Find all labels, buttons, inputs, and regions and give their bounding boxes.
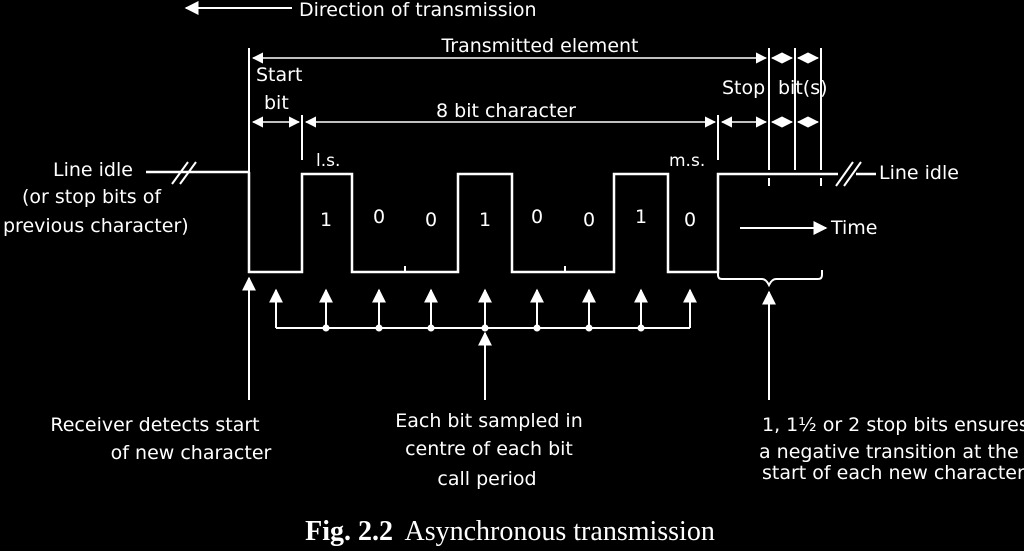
bit-value-6: 0 — [583, 209, 595, 231]
stop-label-suffix: bit(s) — [778, 77, 828, 99]
stop-note-line1: 1, 1½ or 2 stop bits ensures — [762, 414, 1024, 436]
line-idle-right-label: Line idle — [879, 162, 959, 184]
break-mark-right-2 — [843, 161, 862, 187]
sampling-arrows — [269, 288, 697, 400]
bit-value-3: 0 — [425, 209, 437, 231]
stop-bits-brace — [717, 270, 823, 288]
stop-note-line3: start of each new character — [762, 462, 1024, 484]
sample-dot-1 — [322, 324, 330, 332]
direction-label: Direction of transmission — [299, 0, 537, 21]
figure-caption: Fig. 2.2 Asynchronous transmission — [305, 516, 715, 547]
time-label: Time — [830, 217, 878, 239]
break-mark-left-1 — [171, 161, 189, 185]
receiver-note-line2: of new character — [111, 442, 272, 464]
figure-number: Fig. 2.2 — [305, 516, 393, 547]
sample-dot-5 — [533, 324, 541, 332]
figure-title: Asynchronous transmission — [405, 516, 715, 547]
bit-value-2: 0 — [373, 206, 385, 228]
break-mark-left-2 — [179, 161, 197, 185]
start-bit-label-line1: Start — [256, 64, 302, 86]
transmitted-element-label: Transmitted element — [440, 35, 638, 57]
sample-dot-7 — [637, 324, 645, 332]
ms-label: m.s. — [669, 151, 705, 171]
receiver-note-line1: Receiver detects start — [50, 414, 259, 436]
line-idle-left-label: Line idle — [53, 159, 133, 181]
sample-note-line2: centre of each bit — [405, 438, 573, 460]
sample-note-line1: Each bit sampled in — [395, 410, 583, 432]
bit-value-1: 1 — [320, 209, 332, 231]
sample-note-line3: call period — [437, 468, 536, 490]
prev-char-label-line1: (or stop bits of — [22, 186, 162, 208]
prev-char-label-line2: previous character) — [3, 215, 189, 237]
ls-label: l.s. — [316, 151, 340, 171]
stop-label: Stop — [722, 77, 765, 99]
bit-value-5: 0 — [531, 206, 543, 228]
bit-value-8: 0 — [684, 209, 696, 231]
sample-dot-6 — [585, 324, 593, 332]
bit-value-4: 1 — [479, 209, 491, 231]
stop-note-line2: a negative transition at the — [759, 441, 1019, 463]
break-mark-right-1 — [835, 161, 854, 187]
signal-waveform — [247, 172, 838, 274]
bit-value-7: 1 — [635, 206, 647, 228]
sample-dot-3 — [427, 324, 435, 332]
start-bit-label-line2: bit — [264, 92, 289, 114]
sample-dot-4 — [481, 324, 489, 332]
sample-dot-2 — [375, 324, 383, 332]
eight-bit-label: 8 bit character — [436, 100, 576, 122]
